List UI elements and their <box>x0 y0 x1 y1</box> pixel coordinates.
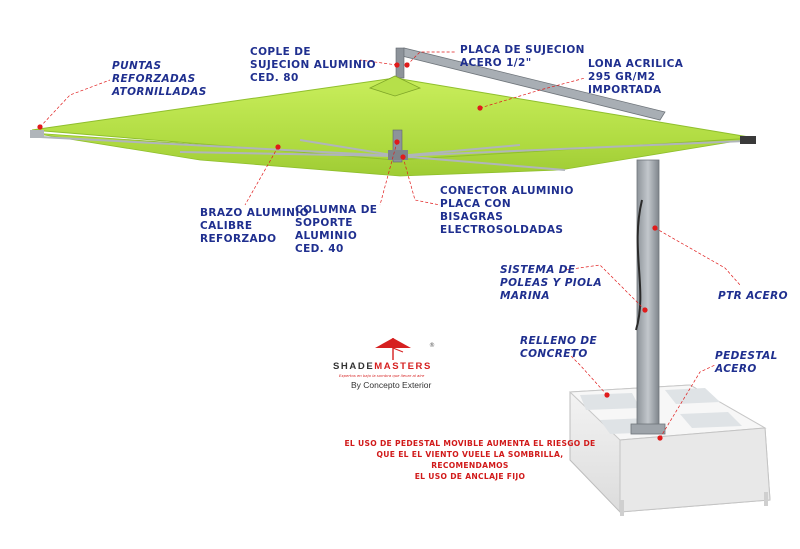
markers <box>37 62 663 441</box>
label-ptr: PTR ACERO <box>718 290 788 302</box>
warning-line-1: EL USO DE PEDESTAL MOVIBLE AUMENTA EL RI… <box>344 439 596 448</box>
label-placa: PLACA DE SUJECION ACERO 1/2" <box>460 44 585 69</box>
brand-logo: SHADEMASTERS Expertos en bajo la sombra … <box>333 336 453 396</box>
label-cople: COPLE DE SUJECION ALUMINIO CED. 80 <box>250 46 376 84</box>
leader-lines <box>39 51 741 439</box>
brand-name-shade: SHADE <box>333 361 375 372</box>
tip-right <box>740 136 756 144</box>
brand-name: SHADEMASTERS <box>333 361 432 372</box>
label-puntas: PUNTAS REFORZADAS ATORNILLADAS <box>112 60 207 98</box>
warning-line-3: EL USO DE ANCLAJE FIJO <box>414 472 526 481</box>
registered-mark: ® <box>429 342 435 349</box>
center-mast <box>392 129 403 163</box>
umbrella-logo-icon <box>375 338 411 360</box>
canopy-ribs <box>39 136 746 171</box>
label-columna: COLUMNA DE SOPORTE ALUMINIO CED. 40 <box>295 204 378 255</box>
brand-tagline: Expertos en bajo la sombra que llevar al… <box>339 373 425 378</box>
tip-left <box>30 130 44 138</box>
canopy-vent <box>368 75 422 97</box>
label-relleno: RELLENO DE CONCRETO <box>520 335 598 360</box>
warning-note: EL USO DE PEDESTAL MOVIBLE AUMENTA EL RI… <box>340 438 600 482</box>
hinge-connector <box>388 150 408 160</box>
label-sistema: SISTEMA DE POLEAS Y PIOLA MARINA <box>500 264 603 302</box>
label-conector: CONECTOR ALUMINIO PLACA CON BISAGRAS ELE… <box>440 185 574 236</box>
brand-name-masters: MASTERS <box>374 361 432 372</box>
label-lona: LONA ACRILICA 295 GR/M2 IMPORTADA <box>588 58 684 96</box>
label-brazo: BRAZO ALUMINIO CALIBRE REFORZADO <box>200 207 309 245</box>
warning-line-2: QUE EL EL VIENTO VUELE LA SOMBRILLA, REC… <box>376 450 564 470</box>
label-pedestal: PEDESTAL ACERO <box>715 350 778 375</box>
pedestal-base <box>568 384 771 516</box>
brand-byline: By Concepto Exterior <box>351 380 432 390</box>
